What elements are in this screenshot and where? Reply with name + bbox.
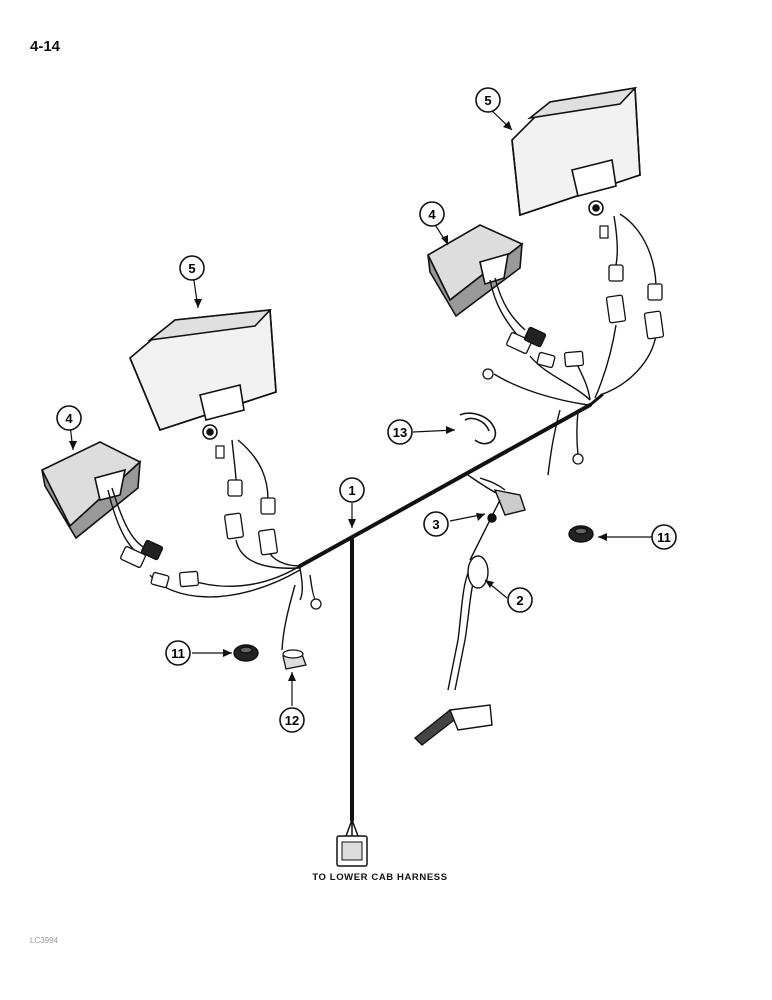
callout-c5-left: 5	[179, 255, 205, 281]
callout-label: 12	[285, 713, 299, 728]
right-connectors	[482, 264, 665, 465]
lower-cab-connector	[336, 819, 368, 867]
leader-arrowheads	[69, 121, 607, 681]
callout-label: 2	[516, 593, 523, 608]
right-lamp-wiring	[489, 213, 657, 476]
callout-c13: 13	[387, 419, 413, 445]
right-flood-lamp-4	[426, 224, 524, 318]
callout-circle	[651, 524, 677, 550]
callout-label: 5	[188, 261, 195, 276]
callout-label: 13	[393, 425, 407, 440]
callout-label: 4	[428, 207, 436, 222]
callout-c11-right: 11	[651, 524, 677, 550]
drawing-code: LC3994	[30, 936, 59, 945]
callout-label: 1	[348, 483, 355, 498]
callout-circle	[179, 255, 205, 281]
callout-circle	[165, 640, 191, 666]
callout-circle	[475, 87, 501, 113]
callout-label: 11	[171, 646, 185, 661]
callout-c3: 3	[423, 511, 449, 537]
grommet-11-right	[568, 525, 594, 543]
callout-circle	[419, 201, 445, 227]
callout-circle	[507, 587, 533, 613]
callout-c4-left: 4	[56, 405, 82, 431]
callout-circle	[56, 405, 82, 431]
callout-circle	[279, 707, 305, 733]
callout-c1: 1	[339, 477, 365, 503]
grommet-11-left	[233, 644, 259, 662]
switch-assembly	[413, 474, 526, 746]
callout-circle	[387, 419, 413, 445]
callout-label: 11	[657, 530, 671, 545]
main-harness	[298, 393, 604, 822]
left-flood-lamp-4	[40, 441, 142, 540]
callout-c5-right: 5	[475, 87, 501, 113]
right-work-lamp-5	[511, 86, 641, 239]
callout-c11-left: 11	[165, 640, 191, 666]
clip-13	[459, 412, 497, 445]
callout-label: 5	[484, 93, 491, 108]
left-connectors	[120, 479, 322, 610]
callout-label: 4	[65, 411, 73, 426]
page-number: 4-14	[30, 38, 61, 55]
left-work-lamp-5	[129, 308, 277, 459]
plug-12	[282, 649, 307, 670]
callout-label: 3	[432, 517, 439, 532]
callout-circle	[339, 477, 365, 503]
callout-c2: 2	[507, 587, 533, 613]
caption-lower-cab-harness: TO LOWER CAB HARNESS	[312, 872, 448, 883]
callout-circle	[423, 511, 449, 537]
callout-c12: 12	[279, 707, 305, 733]
callout-c4-right: 4	[419, 201, 445, 227]
